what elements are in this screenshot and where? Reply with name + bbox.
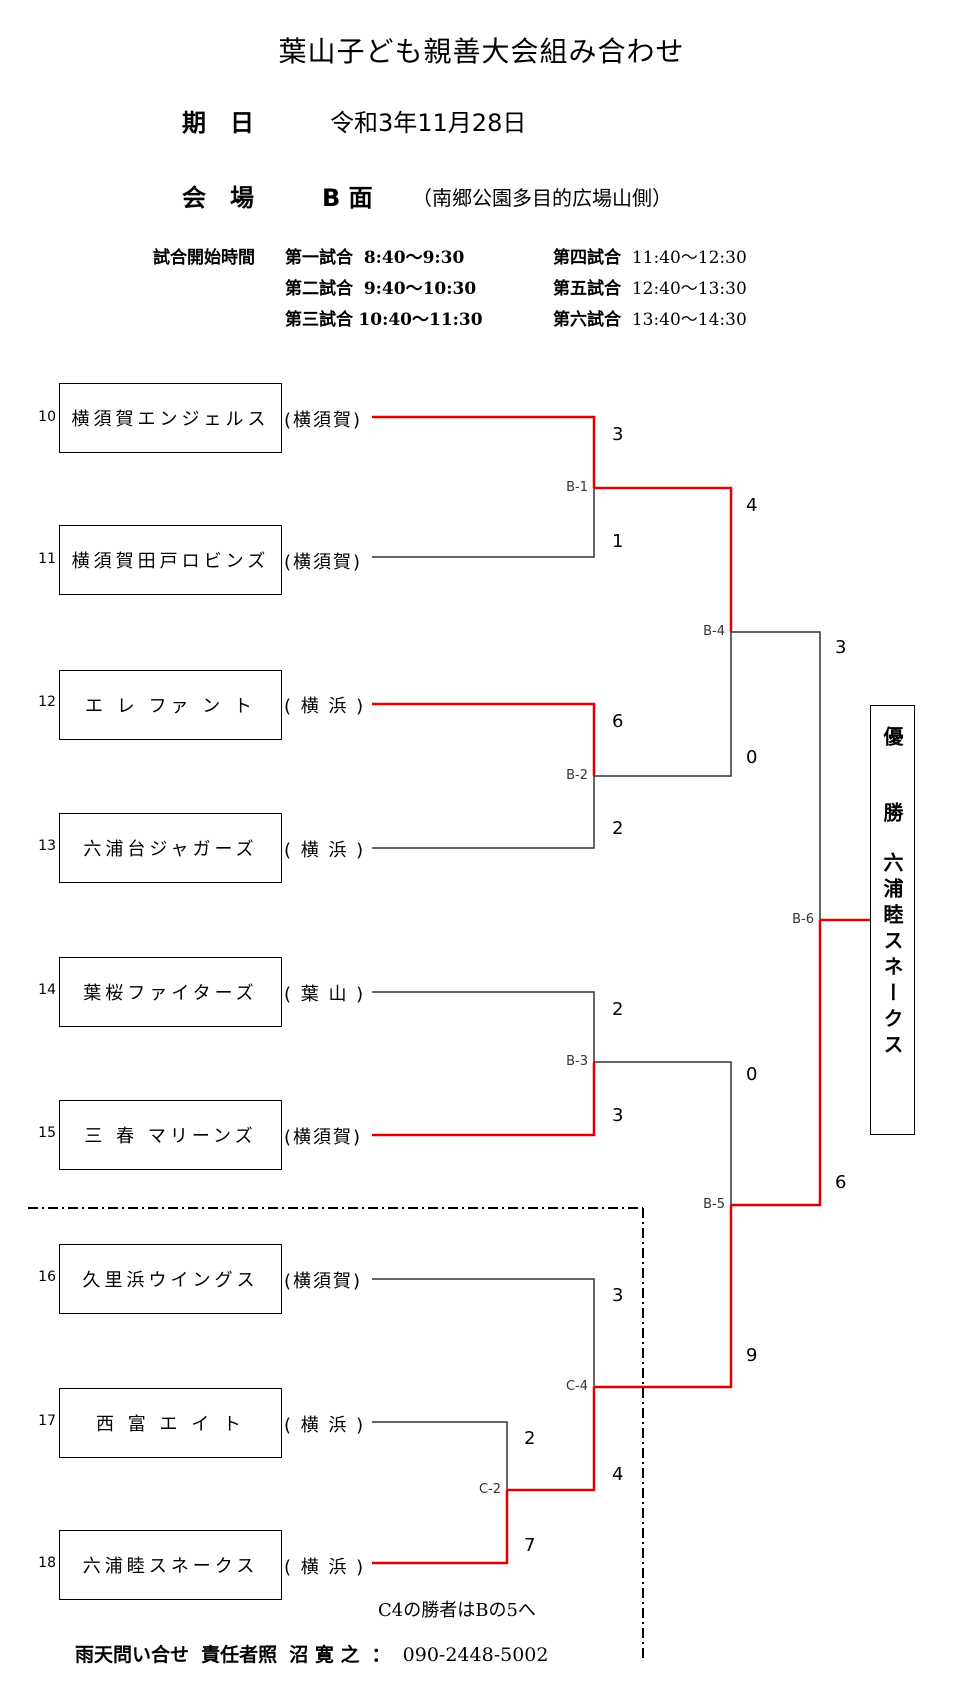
seed-13: 13 <box>38 838 56 854</box>
seed-10: 10 <box>38 409 56 425</box>
match-label-b5: B-5 <box>703 1197 725 1212</box>
score-b1-bottom: 1 <box>612 531 624 552</box>
line-b1-to-b4 <box>594 486 733 632</box>
footer-phone: 090-2448-5002 <box>402 1644 549 1666</box>
score-b2-bottom: 2 <box>612 818 624 839</box>
team-box-13: 六浦台ジャガーズ <box>59 813 282 883</box>
date-label: 期 日 <box>182 109 254 137</box>
team-box-18: 六浦睦スネークス <box>59 1530 282 1600</box>
line-team17 <box>372 1421 508 1490</box>
line-team15-winner <box>372 1062 596 1137</box>
score-b1-top: 3 <box>612 424 624 445</box>
schedule-game-1: 第一試合 8:40～9:30 <box>285 248 465 268</box>
score-b4-top: 4 <box>746 495 758 516</box>
line-b3-to-b5 <box>594 1061 732 1205</box>
seed-16: 16 <box>38 1269 56 1285</box>
footer-label: 雨天問い合せ <box>75 1644 190 1666</box>
line-b5-to-b6 <box>731 920 822 1207</box>
line-team11 <box>372 488 595 558</box>
schedule-game-3: 第三試合 10:40～11:30 <box>285 310 483 330</box>
match-label-c2: C-2 <box>478 1482 501 1497</box>
venue-place: （南郷公園多目的広場山側） <box>412 186 672 210</box>
schedule-game-4: 第四試合 11:40～12:30 <box>553 248 747 268</box>
line-c2-to-c4 <box>507 1387 596 1492</box>
team-box-11: 横須賀田戸ロビンズ <box>59 525 282 595</box>
match-label-b3: B-3 <box>566 1054 588 1069</box>
seed-17: 17 <box>38 1413 56 1429</box>
area-12: ( 横 浜 ) <box>284 696 366 717</box>
champion-team: 六浦睦スネークス <box>880 852 904 1060</box>
schedule-game-5: 第五試合 12:40～13:30 <box>553 279 747 299</box>
area-16: (横須賀) <box>284 1271 363 1292</box>
footer-contact: 雨天問い合せ 責任者照 沼 寛 之 ： 090-2448-5002 <box>75 1640 548 1667</box>
match-label-b6: B-6 <box>792 912 814 927</box>
score-b5-top: 0 <box>746 1064 758 1085</box>
schedule-game-2: 第二試合 9:40～10:30 <box>285 279 477 299</box>
team-box-12: エ レ ファ ン ト <box>59 670 282 740</box>
score-b2-top: 6 <box>612 711 624 732</box>
score-c2-top: 2 <box>524 1428 536 1449</box>
score-c2-bottom: 7 <box>524 1535 536 1556</box>
area-14: ( 葉 山 ) <box>284 984 366 1005</box>
area-10: (横須賀) <box>284 410 363 431</box>
line-team13 <box>372 776 595 849</box>
line-b4-to-b6 <box>731 631 821 920</box>
score-b3-top: 2 <box>612 999 624 1020</box>
match-label-b2: B-2 <box>566 768 588 783</box>
line-team18-winner <box>372 1490 509 1565</box>
seed-11: 11 <box>38 551 56 567</box>
schedule-game-6: 第六試合 13:40～14:30 <box>553 310 747 330</box>
line-b2-to-b4 <box>594 632 732 777</box>
line-team16 <box>372 1278 595 1387</box>
seed-18: 18 <box>38 1555 56 1571</box>
team-box-15: 三 春 マリーンズ <box>59 1100 282 1170</box>
line-team10-winner <box>372 415 596 488</box>
area-17: ( 横 浜 ) <box>284 1415 366 1436</box>
match-label-b1: B-1 <box>566 480 588 495</box>
area-15: (横須賀) <box>284 1127 363 1148</box>
footer-contact-label: 責任者照 <box>201 1644 278 1666</box>
match-label-c4: C-4 <box>565 1379 588 1394</box>
schedule-label: 試合開始時間 <box>153 248 255 268</box>
score-c4-bottom: 4 <box>612 1464 624 1485</box>
team-box-14: 葉桜ファイターズ <box>59 957 282 1027</box>
line-team14 <box>372 991 595 1062</box>
score-c4-top: 3 <box>612 1285 624 1306</box>
line-team12-winner <box>372 702 596 776</box>
page-title: 葉山子ども親善大会組み合わせ <box>278 35 685 68</box>
footer-person: 沼 寛 之 <box>289 1644 360 1666</box>
match-label-b4: B-4 <box>703 624 725 639</box>
team-box-17: 西 富 エ イ ト <box>59 1388 282 1458</box>
score-b6-bottom: 6 <box>835 1172 847 1193</box>
venue-label: 会 場 <box>182 184 254 212</box>
bracket-note: C4の勝者はBの5へ <box>378 1600 536 1621</box>
seed-12: 12 <box>38 694 56 710</box>
area-18: ( 横 浜 ) <box>284 1557 366 1578</box>
score-b3-bottom: 3 <box>612 1105 624 1126</box>
score-b4-bottom: 0 <box>746 747 758 768</box>
venue-court: B 面 <box>322 184 373 212</box>
area-13: ( 横 浜 ) <box>284 840 366 861</box>
team-box-16: 久里浜ウイングス <box>59 1244 282 1314</box>
footer-colon: ： <box>371 1644 391 1666</box>
score-b5-bottom: 9 <box>746 1345 758 1366</box>
area-11: (横須賀) <box>284 552 363 573</box>
champion-label: 優 勝 <box>880 726 904 840</box>
line-c4-to-b5 <box>594 1205 733 1389</box>
score-b6-top: 3 <box>835 637 847 658</box>
team-box-10: 横須賀エンジェルス <box>59 383 282 453</box>
seed-15: 15 <box>38 1125 56 1141</box>
seed-14: 14 <box>38 982 56 998</box>
champion-box: 優 勝 六浦睦スネークス <box>870 705 915 1135</box>
date-value: 令和3年11月28日 <box>330 109 527 137</box>
